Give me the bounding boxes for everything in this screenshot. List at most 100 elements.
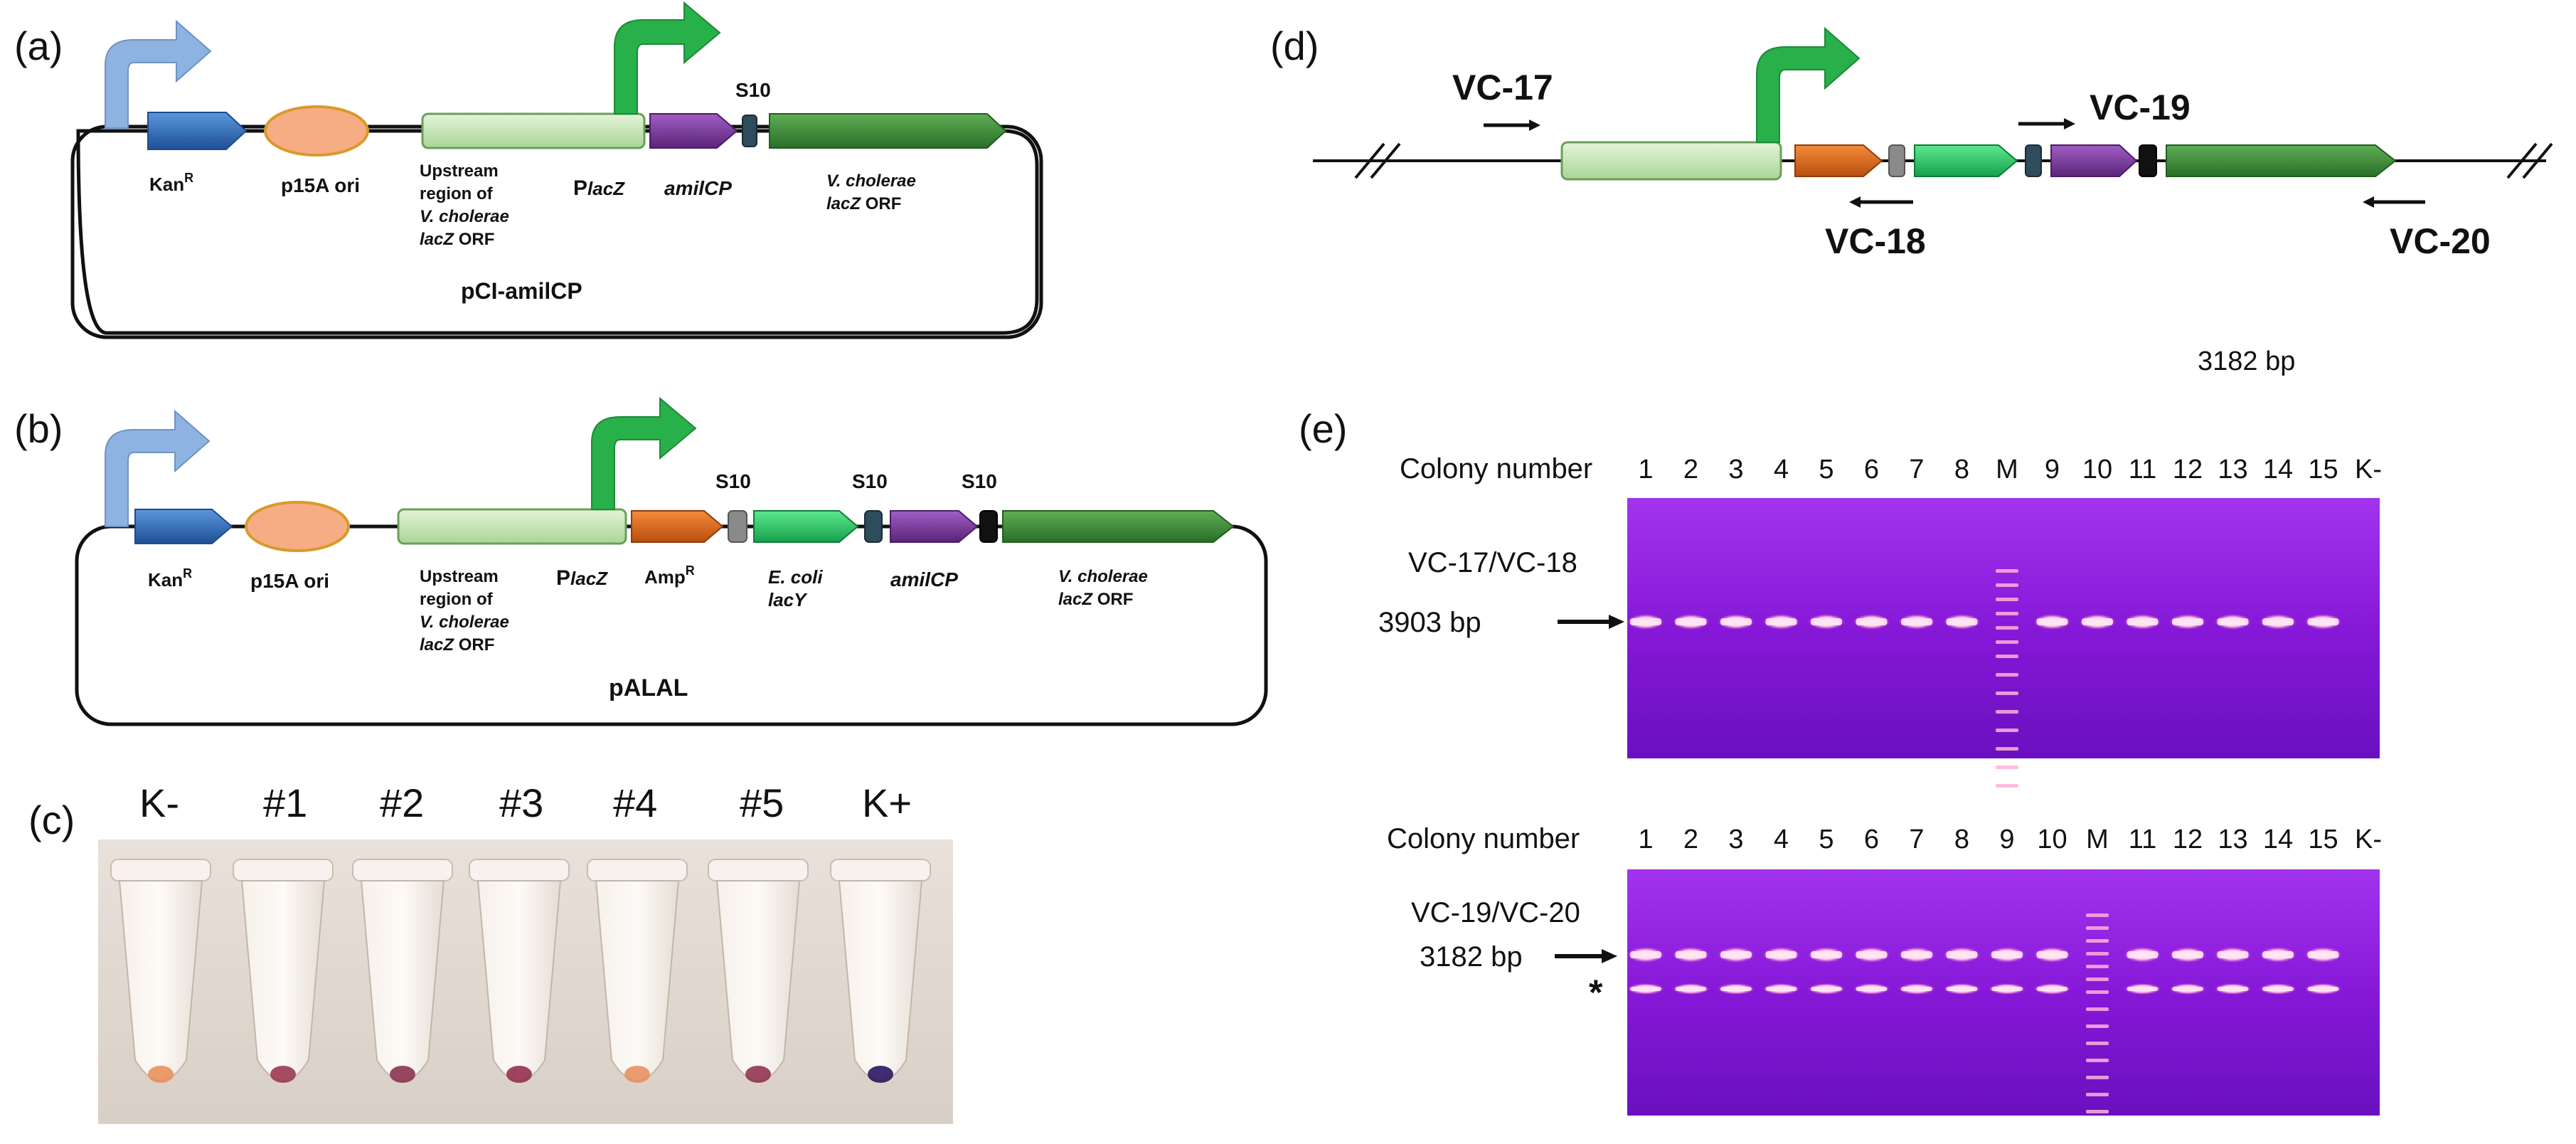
gel2-lane-label-9: 10: [2037, 825, 2067, 854]
gel2-band-core-6-1: [1901, 987, 1932, 991]
gel2-lane-label-6: 7: [1909, 825, 1924, 854]
gel2-lane-label-15: 15: [2308, 825, 2338, 854]
gel2-band-core-3-0: [1765, 951, 1797, 958]
tube-2: [352, 859, 453, 1083]
gel2-band-core-14-0: [2262, 951, 2294, 958]
plasmid-title-b: pALAL: [609, 674, 688, 701]
gel2-band-core-15-1: [2307, 987, 2339, 991]
tube-pellet-3: [506, 1066, 532, 1083]
gel2-ladder-band-6: [2086, 990, 2109, 994]
gel2-band-core-0-1: [1630, 987, 1661, 991]
gel2-band-core-11-1: [2127, 987, 2159, 991]
gel1-ladder-band-9: [1996, 710, 2018, 714]
gel1-ladder-band-2: [1996, 598, 2018, 601]
s10-label-a: S10: [735, 79, 771, 101]
tube-cap-1: [233, 859, 334, 881]
gel1-lane-label-10: 10: [2082, 455, 2112, 484]
tube-row: [110, 859, 931, 1083]
promoter-arrow-a2: [614, 1, 721, 115]
gel2-band-core-8-1: [1991, 987, 2023, 991]
gel2-band-core-14-1: [2262, 987, 2294, 991]
p15a-ori-a: [264, 105, 369, 157]
gel2-bands: [1627, 913, 2342, 1113]
gel2-band-core-4-0: [1811, 951, 1842, 958]
gel2-lane-label-3: 4: [1774, 825, 1789, 854]
gel1-lane-label-13: 13: [2218, 455, 2247, 484]
gel1-ladder-band-6: [1996, 655, 2018, 658]
gel1-lane-label-11: 11: [2129, 455, 2156, 484]
break-mark-right-2: [2522, 142, 2553, 179]
gel1-band-arrowhead: [1609, 615, 1624, 629]
gel2-band-core-13-1: [2217, 987, 2249, 991]
gel1-lane-label-0: 1: [1638, 455, 1653, 484]
panel-label-e: (e): [1299, 406, 1347, 451]
tube-cap-5: [708, 859, 809, 881]
gel1-lane-label-15: 15: [2308, 455, 2338, 484]
ampr-label-b: AmpR: [644, 563, 695, 588]
gel1-band-label: 3903 bp: [1378, 607, 1481, 638]
gel2-lane-label-0: 1: [1638, 825, 1653, 854]
gel2-ladder-band-10: [2086, 1059, 2109, 1062]
promoter-arrow-a1: [105, 19, 212, 129]
upstream-region-d: [1560, 141, 1782, 181]
vc-lacz-gene-d: [2166, 144, 2397, 177]
break-mark-left-2: [1370, 142, 1401, 179]
gel1-band-core-9-0: [2036, 618, 2068, 625]
gel2-band-core-13-0: [2217, 951, 2249, 958]
gel1-ladder-band-4: [1996, 626, 2018, 630]
size-note-d: 3182 bp: [2198, 346, 2295, 376]
gel2-band-core-9-0: [2036, 951, 2068, 958]
s10-rbs-b3: [979, 510, 998, 543]
gel1-ladder-band-11: [1996, 747, 2018, 751]
tube-cap-3: [469, 859, 570, 881]
primer-arrowhead-vc18: [1849, 196, 1861, 208]
primer-label-vc19: VC-19: [2090, 88, 2191, 127]
gel1-lane-label-1: 2: [1683, 455, 1698, 484]
gel2-lane-label-8: 9: [1999, 825, 2014, 854]
gel1-lane-label-16: K-: [2355, 455, 2382, 484]
s10-rbs-b2: [864, 510, 883, 543]
gel1-ladder-band-12: [1996, 766, 2018, 769]
plasmid-title-a: pCI-amilCP: [461, 278, 582, 304]
ori-label-b: p15A ori: [250, 570, 329, 592]
s10-rbs-d3: [2139, 144, 2157, 177]
gel1-lane-label-12: 12: [2173, 455, 2203, 484]
gel1-band-core-6-0: [1901, 618, 1932, 625]
primer-label-vc18: VC-18: [1825, 221, 1926, 261]
amilcp-label-b: amilCP: [890, 568, 958, 590]
plasmid-outline-a: [70, 125, 1043, 339]
gel2-band-core-12-1: [2172, 987, 2203, 991]
vc-lacz-label-b: V. cholerae lacZ ORF: [1058, 567, 1153, 609]
gel2-ladder-band-12: [2086, 1093, 2109, 1096]
gel1-ladder-band-3: [1996, 612, 2018, 615]
primer-arrowhead-vc20: [2363, 196, 2374, 208]
gel2-lane-label-4: 5: [1819, 825, 1833, 854]
tube-label-4: #4: [613, 780, 657, 825]
tube-label-k-plus: K+: [862, 780, 912, 825]
vc-lacz-gene-a: [769, 113, 1007, 149]
amilcp-label-a: amilCP: [664, 177, 732, 199]
tube-label-2: #2: [380, 780, 424, 825]
gel1-lane-label-4: 5: [1819, 455, 1833, 484]
primer-arrowhead-vc19: [2064, 118, 2075, 129]
panel-label-a: (a): [14, 23, 63, 68]
gel1-band-core-13-0: [2217, 618, 2249, 625]
gel2-colony-label: Colony number: [1387, 823, 1580, 854]
tube-pellet-5: [745, 1066, 771, 1083]
gel2-lane-label-10: M: [2086, 825, 2109, 854]
gel2-ladder-band-11: [2086, 1076, 2109, 1079]
gel2-lane-label-1: 2: [1683, 825, 1698, 854]
primer-arrowhead-vc17: [1529, 120, 1540, 131]
tube-5: [708, 859, 809, 1083]
gel1-band-core-12-0: [2172, 618, 2203, 625]
gel2-ladder-band-8: [2086, 1024, 2109, 1028]
gel2-band-core-7-0: [1946, 951, 1978, 958]
gel2-band-arrowhead: [1602, 949, 1617, 963]
ampr-gene-d: [1794, 144, 1883, 177]
gel2-ladder-band-4: [2086, 965, 2109, 968]
gel2-band-core-11-0: [2127, 951, 2159, 958]
promoter-arrow-b1: [105, 409, 211, 527]
